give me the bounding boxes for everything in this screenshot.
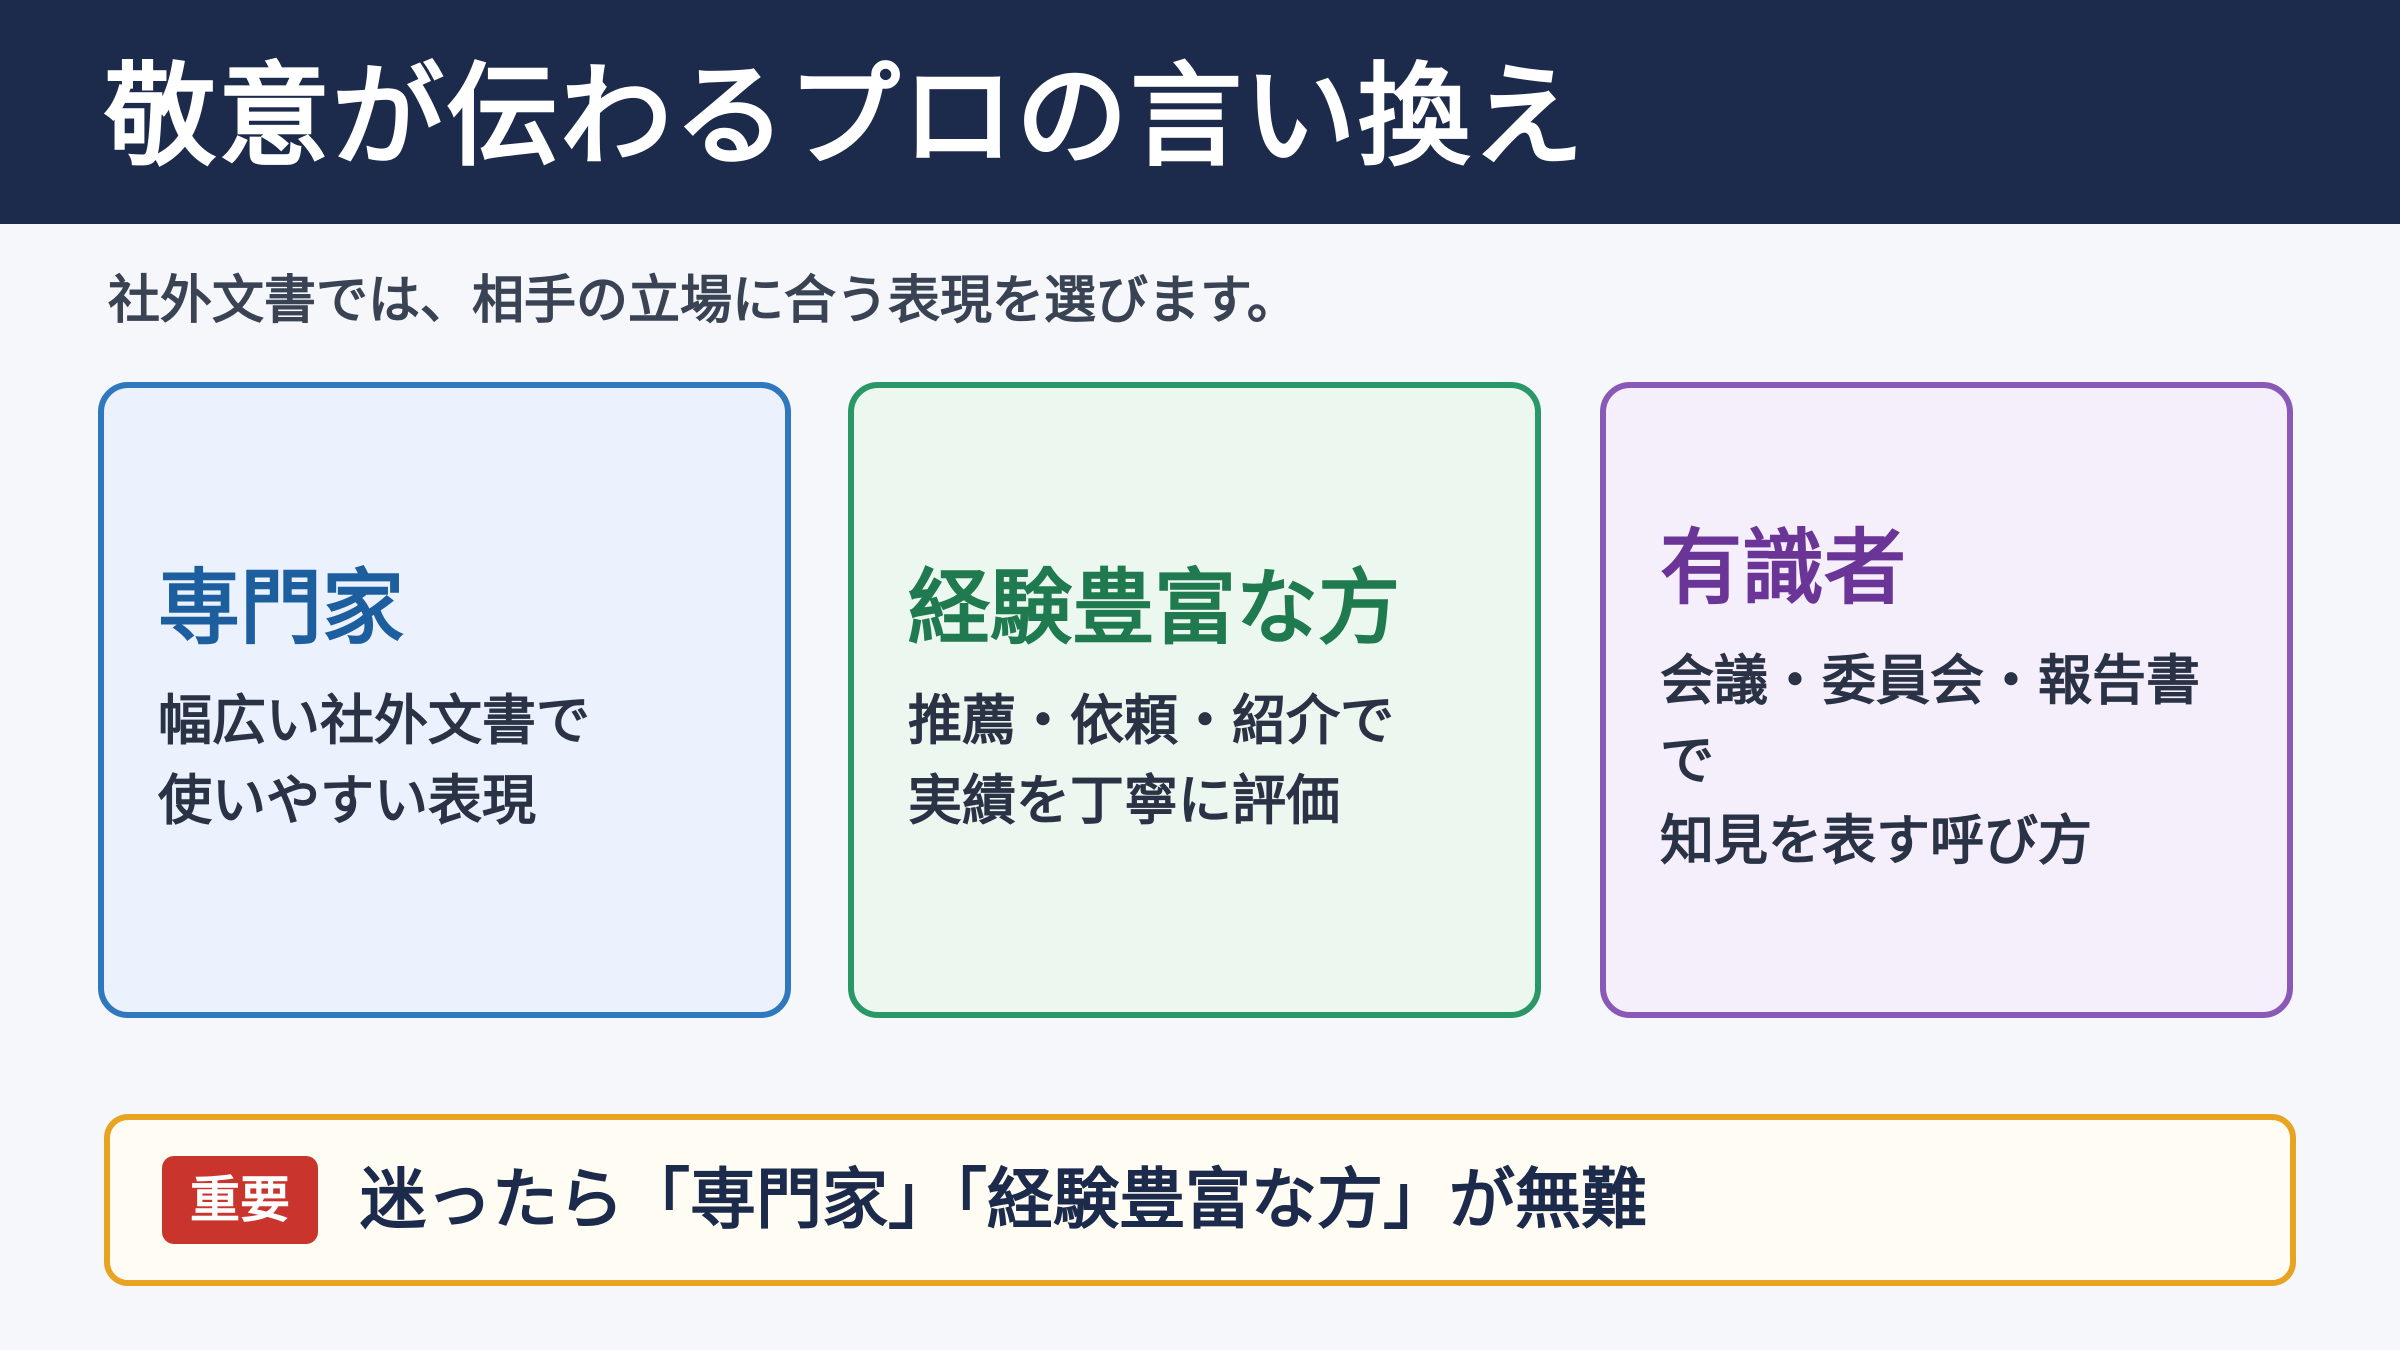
card-experienced: 経験豊富な方 推薦・依頼・紹介で 実績を丁寧に評価 (848, 382, 1541, 1018)
card-description: 幅広い社外文書で 使いやすい表現 (158, 681, 731, 841)
card-heading: 経験豊富な方 (908, 561, 1401, 656)
header-bar: 敬意が伝わるプロの言い換え (0, 0, 2400, 224)
card-description: 推薦・依頼・紹介で 実績を丁寧に評価 (908, 681, 1481, 841)
important-badge: 重要 (162, 1156, 318, 1244)
callout-text: 迷ったら「専門家」「経験豊富な方」が無難 (360, 1161, 1647, 1238)
card-line: 推薦・依頼・紹介で (908, 689, 1394, 752)
card-heading: 専門家 (158, 561, 405, 656)
card-line: 実績を丁寧に評価 (908, 769, 1340, 832)
card-knowledgeable: 有識者 会議・委員会・報告書 で 知見を表す呼び方 (1600, 382, 2293, 1018)
card-line: 知見を表す呼び方 (1660, 809, 2092, 872)
page-title: 敬意が伝わるプロの言い換え (104, 52, 1586, 182)
page-subtitle: 社外文書では、相手の立場に合う表現を選びます。 (108, 271, 1299, 331)
card-line: 幅広い社外文書で (158, 689, 590, 752)
card-line: 会議・委員会・報告書 (1660, 649, 2200, 712)
important-callout: 重要 迷ったら「専門家」「経験豊富な方」が無難 (104, 1114, 2296, 1286)
card-expert: 専門家 幅広い社外文書で 使いやすい表現 (98, 382, 791, 1018)
card-heading: 有識者 (1660, 521, 1907, 616)
card-line: で (1660, 729, 1714, 792)
card-description: 会議・委員会・報告書 で 知見を表す呼び方 (1660, 641, 2233, 881)
card-line: 使いやすい表現 (158, 769, 536, 832)
